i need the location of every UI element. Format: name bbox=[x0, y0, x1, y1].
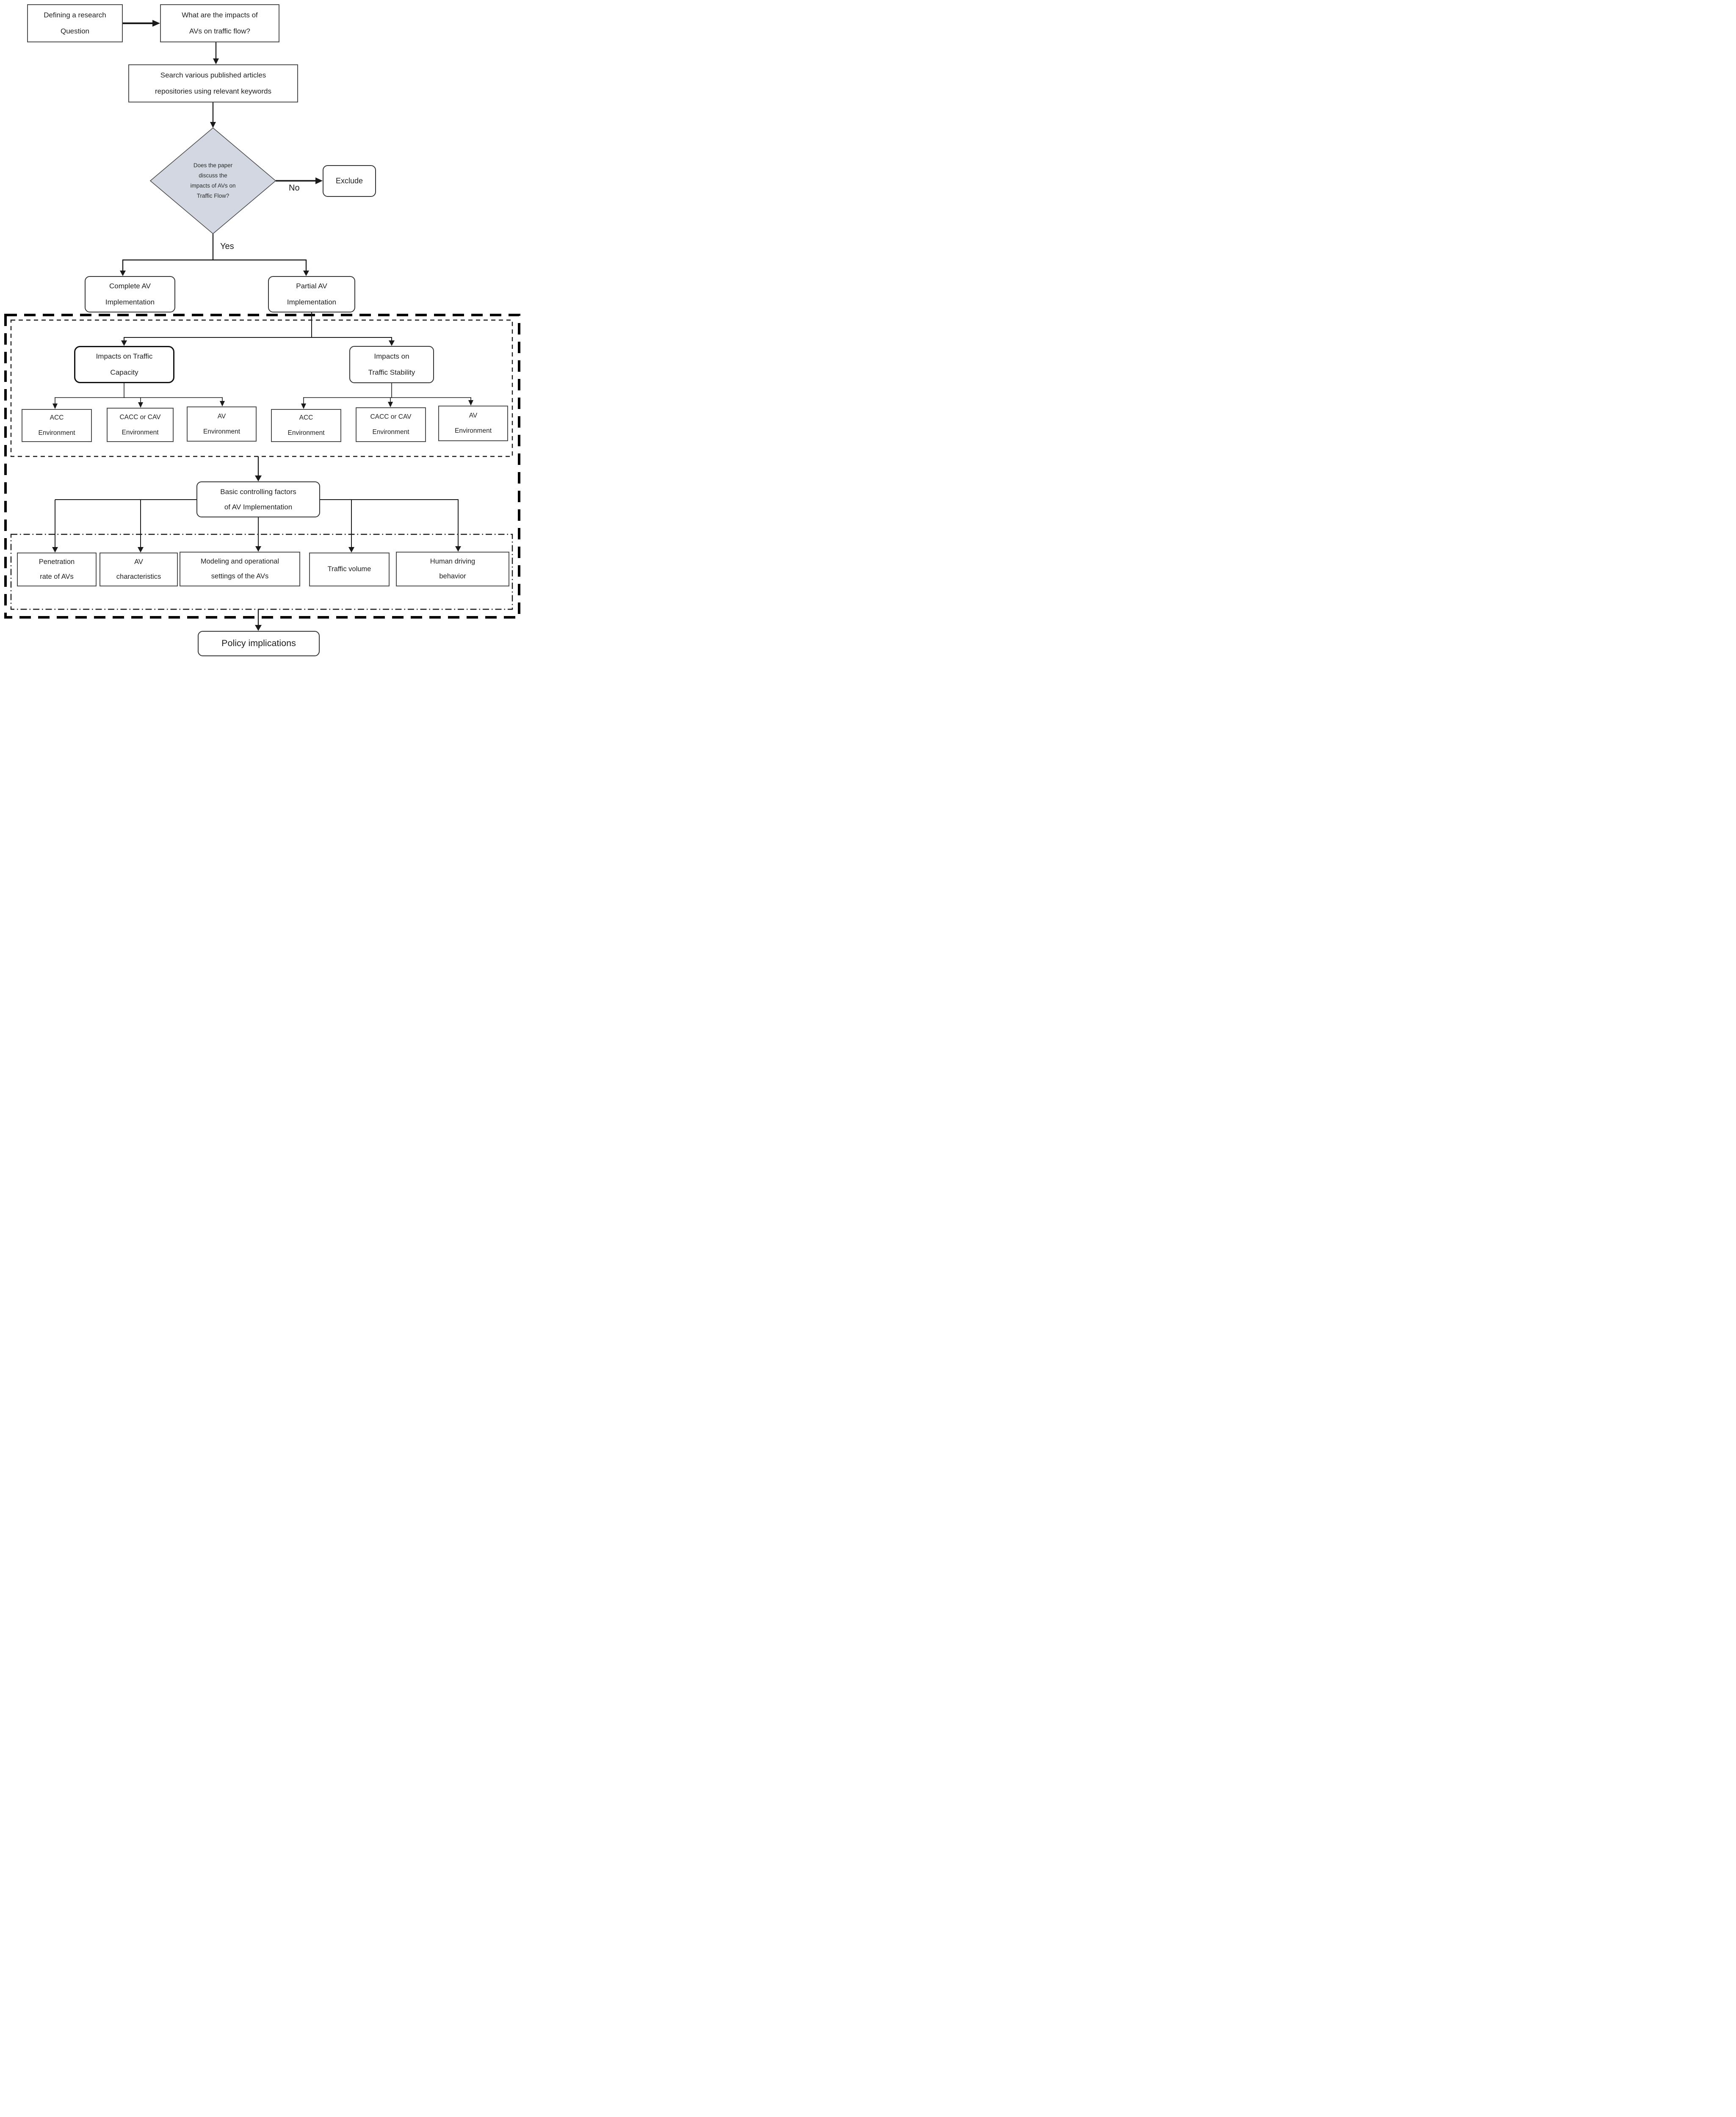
node-exclude: Exclude bbox=[323, 165, 376, 197]
node-av-environment-capacity: AV Environment bbox=[187, 406, 257, 442]
node-human-driving-behavior: Human driving behavior bbox=[396, 552, 509, 586]
node-basic-controlling-factors: Basic controlling factors of AV Implemen… bbox=[196, 481, 320, 517]
edge-label-yes: Yes bbox=[220, 242, 234, 251]
factors-dashdot-container bbox=[10, 533, 513, 610]
node-penetration-rate: Penetration rate of AVs bbox=[17, 553, 97, 586]
impacts-dashed-container bbox=[10, 319, 513, 457]
decision-diamond bbox=[149, 127, 276, 235]
node-av-environment-stability: AV Environment bbox=[438, 406, 508, 441]
flowchart-canvas: Defining a research Question What are th… bbox=[0, 0, 525, 666]
node-research-question: What are the impacts of AVs on traffic f… bbox=[160, 4, 279, 42]
node-av-characteristics: AV characteristics bbox=[100, 553, 178, 586]
node-search-repositories: Search various published articles reposi… bbox=[128, 64, 298, 102]
node-impacts-traffic-capacity: Impacts on Traffic Capacity bbox=[74, 346, 174, 383]
node-complete-av-implementation: Complete AV Implementation bbox=[85, 276, 175, 312]
node-acc-environment-capacity: ACC Environment bbox=[22, 409, 92, 442]
node-policy-implications: Policy implications bbox=[198, 631, 320, 656]
decision-label: Does the paper discuss the impacts of AV… bbox=[190, 162, 236, 199]
edge-label-no: No bbox=[289, 183, 300, 193]
node-cacc-cav-environment-stability: CACC or CAV Environment bbox=[356, 407, 426, 442]
node-acc-environment-stability: ACC Environment bbox=[271, 409, 341, 442]
node-defining-research-question: Defining a research Question bbox=[27, 4, 123, 42]
node-impacts-traffic-stability: Impacts on Traffic Stability bbox=[349, 346, 434, 383]
node-cacc-cav-environment-capacity: CACC or CAV Environment bbox=[107, 408, 174, 442]
node-traffic-volume: Traffic volume bbox=[309, 553, 390, 586]
flow-connectors bbox=[4, 20, 520, 631]
arrow-heads bbox=[52, 20, 473, 631]
node-partial-av-implementation: Partial AV Implementation bbox=[268, 276, 355, 312]
connector-lines bbox=[55, 22, 471, 626]
node-modeling-operational-settings: Modeling and operational settings of the… bbox=[180, 552, 300, 586]
outer-dashed-container bbox=[4, 314, 520, 619]
